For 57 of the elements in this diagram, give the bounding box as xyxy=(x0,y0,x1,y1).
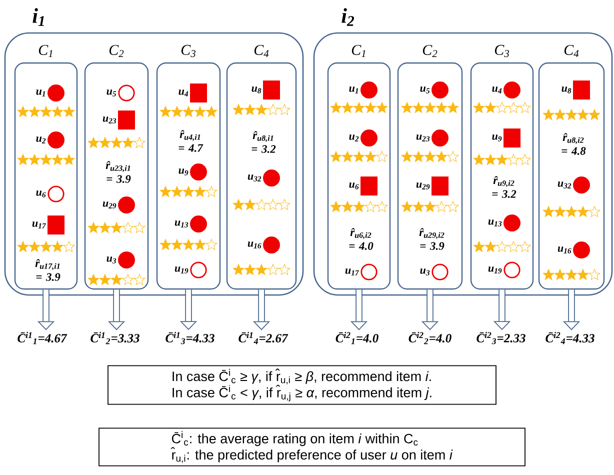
user-label: u$_{5}$ xyxy=(106,90,116,96)
average-label: C̄$^{i2}$$_{2}$=4.0 xyxy=(408,332,452,344)
prediction-text: r̂$_{u17,i1}$ = 3.9 xyxy=(35,259,60,281)
definition-box: C̄$^{i}$$_{c}$: the average rating on item i within C$_{c}$ r̂$_{u,i}$: the predicted preference of user u on item i xyxy=(98,428,526,466)
user-label: u$_{17}$ xyxy=(32,222,46,228)
user-label: u$_{4}$ xyxy=(178,90,188,96)
user-label: u$_{9}$ xyxy=(178,168,188,176)
user-label: u$_{32}$ xyxy=(558,182,572,188)
cluster-heading: C$_{2}$ xyxy=(422,44,438,58)
average-label: C̄$^{i2}$$_{3}$=2.33 xyxy=(476,332,526,344)
prediction-text: r̂$_{u8,i1}$ = 3.2 xyxy=(252,131,276,153)
prediction-text: r̂$_{u9,i2}$ = 3.2 xyxy=(492,176,516,198)
cluster-heading: C$_{3}$ xyxy=(494,44,509,58)
cluster-heading: C$_{1}$ xyxy=(352,44,366,58)
group-heading: i$_{2}$ xyxy=(342,8,354,26)
prediction-text: r̂$_{u4,i1}$ = 4.7 xyxy=(178,130,204,152)
user-label: u$_{16}$ xyxy=(248,242,262,248)
user-label: u$_{23}$ xyxy=(416,134,430,142)
user-label: u$_{1}$ xyxy=(36,90,46,96)
cluster-heading: C$_{3}$ xyxy=(181,44,196,58)
user-label: u$_{16}$ xyxy=(558,246,572,254)
user-label: u$_{17}$ xyxy=(345,268,360,276)
average-label: C̄$^{i1}$$_{4}$=2.67 xyxy=(238,332,288,344)
cluster-heading: C$_{1}$ xyxy=(38,44,52,58)
user-label: u$_{8}$ xyxy=(562,86,572,94)
user-label: u$_{13}$ xyxy=(174,220,188,228)
user-label: u$_{4}$ xyxy=(492,86,502,94)
user-label: u$_{3}$ xyxy=(420,268,430,276)
group-heading: i$_{1}$ xyxy=(32,8,44,26)
cluster-heading: C$_{4}$ xyxy=(564,44,579,58)
user-label: u$_{32}$ xyxy=(248,174,262,182)
average-label: C̄$^{i1}$$_{3}$=4.33 xyxy=(166,332,214,344)
user-label: u$_{6}$ xyxy=(349,182,359,190)
user-label: u$_{8}$ xyxy=(252,86,262,94)
user-label: u$_{2}$ xyxy=(36,136,46,144)
prediction-text: r̂$_{u29,i2}$ = 3.9 xyxy=(419,228,444,250)
user-label: u$_{1}$ xyxy=(349,86,358,94)
average-label: C̄$^{i2}$$_{4}$=4.33 xyxy=(546,332,594,344)
average-label: C̄$^{i1}$$_{1}$=4.67 xyxy=(18,332,68,344)
user-label: u$_{2}$ xyxy=(349,134,359,142)
user-label: u$_{9}$ xyxy=(492,134,502,142)
user-label: u$_{29}$ xyxy=(102,202,116,208)
prediction-text: r̂$_{u6,i2}$ = 4.0 xyxy=(349,228,374,250)
user-label: u$_{13}$ xyxy=(488,220,502,226)
user-label: u$_{6}$ xyxy=(36,190,46,198)
cluster-heading: C$_{2}$ xyxy=(109,44,124,58)
user-label: u$_{19}$ xyxy=(174,266,188,274)
user-label: u$_{3}$ xyxy=(106,256,116,264)
user-label: u$_{19}$ xyxy=(488,266,502,274)
prediction-text: r̂$_{u8,i2}$ = 4.8 xyxy=(562,133,586,155)
cluster-heading: C$_{4}$ xyxy=(254,44,269,58)
average-label: C̄$^{i1}$$_{2}$=3.33 xyxy=(90,332,140,344)
user-label: u$_{23}$ xyxy=(102,116,116,124)
average-label: C̄$^{i2}$$_{1}$=4.0 xyxy=(336,332,378,344)
user-label: u$_{29}$ xyxy=(416,182,430,190)
prediction-text: r̂$_{u23,i1}$ = 3.9 xyxy=(106,161,131,183)
user-label: u$_{5}$ xyxy=(420,86,430,94)
